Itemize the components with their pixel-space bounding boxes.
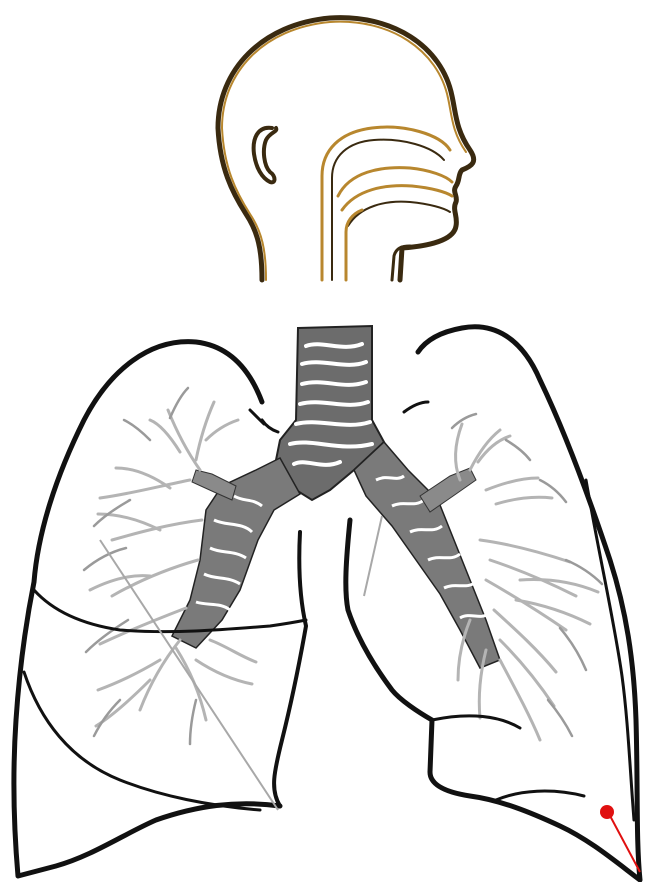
lung-left-oblique-fissure xyxy=(24,672,260,810)
pointer-dot xyxy=(600,805,614,819)
head-profile xyxy=(218,18,474,280)
tongue xyxy=(348,202,450,226)
lung-right-base xyxy=(496,791,584,800)
bronchus-right xyxy=(354,442,500,668)
pharynx xyxy=(346,210,362,280)
lung-left-outline xyxy=(14,342,280,876)
lung-right-cardiac-notch xyxy=(432,716,520,728)
lung-left-lower-lobe xyxy=(34,590,306,632)
bronchus-left-upper xyxy=(192,470,236,500)
lung-right-fissure xyxy=(586,480,634,820)
lung-right-outline xyxy=(346,327,640,880)
lung-left-medial xyxy=(274,532,306,806)
bronchus-right-upper xyxy=(420,468,476,512)
nasal-cavity-inner xyxy=(332,140,444,280)
palate xyxy=(338,168,452,196)
ear xyxy=(254,128,277,183)
